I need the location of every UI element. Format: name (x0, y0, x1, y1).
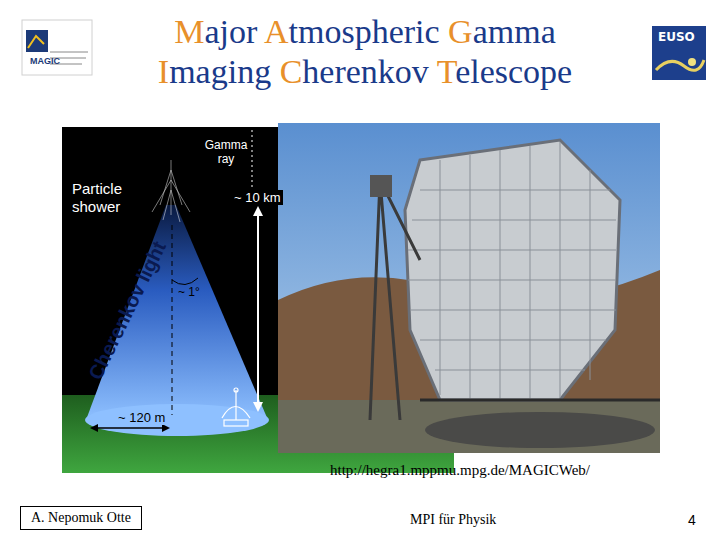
arrow-head (253, 402, 263, 412)
telescope-photo (278, 123, 660, 453)
photo-ground (278, 400, 660, 453)
part-label: Particle shower (72, 180, 144, 216)
photo-rail (425, 412, 655, 448)
euso-logo-star (688, 58, 696, 66)
euso-logo (652, 26, 706, 80)
photo-dish (405, 140, 620, 400)
height-arrow (257, 212, 259, 406)
arrow-head (90, 424, 98, 432)
dimension-label: ~ 10 km (232, 190, 283, 205)
arrow-head (162, 424, 170, 432)
arrow-head (253, 206, 263, 216)
source-url: http://hegra1.mppmu.mpg.de/MAGICWeb/ (330, 462, 590, 479)
logo-text: MAGIC (30, 56, 60, 66)
angle-arc (172, 278, 198, 285)
axis-label: Gamma ray (196, 138, 256, 166)
magic-logo-mark (28, 36, 44, 48)
photo-camera (370, 175, 392, 197)
light-pool (85, 404, 269, 436)
dimension-label: ~ 120 m (116, 410, 167, 425)
magic-logo-mark (26, 30, 48, 52)
magic-logo (22, 20, 92, 75)
magic-logo-line (50, 52, 88, 53)
author-name: A. Nepomuk Otte (31, 509, 131, 527)
page-number: 4 (688, 512, 696, 528)
slide-title: Major Atmospheric Gamma Imaging Cherenko… (150, 12, 580, 92)
footer-box: A. Nepomuk Otte (20, 506, 142, 530)
logo-text: EUSO (658, 30, 695, 44)
shower-axis (172, 225, 173, 415)
width-arrow (96, 427, 164, 429)
photo-camera-arch (370, 180, 420, 420)
telescope-icon (222, 388, 250, 426)
footer-text: MPI für Physik (410, 512, 496, 528)
euso-logo-swirl (656, 60, 704, 70)
particle-shower (152, 160, 190, 222)
photo-base (420, 399, 660, 402)
photo-mirrors (408, 142, 616, 400)
angle-label: ~ 1° (178, 285, 200, 299)
